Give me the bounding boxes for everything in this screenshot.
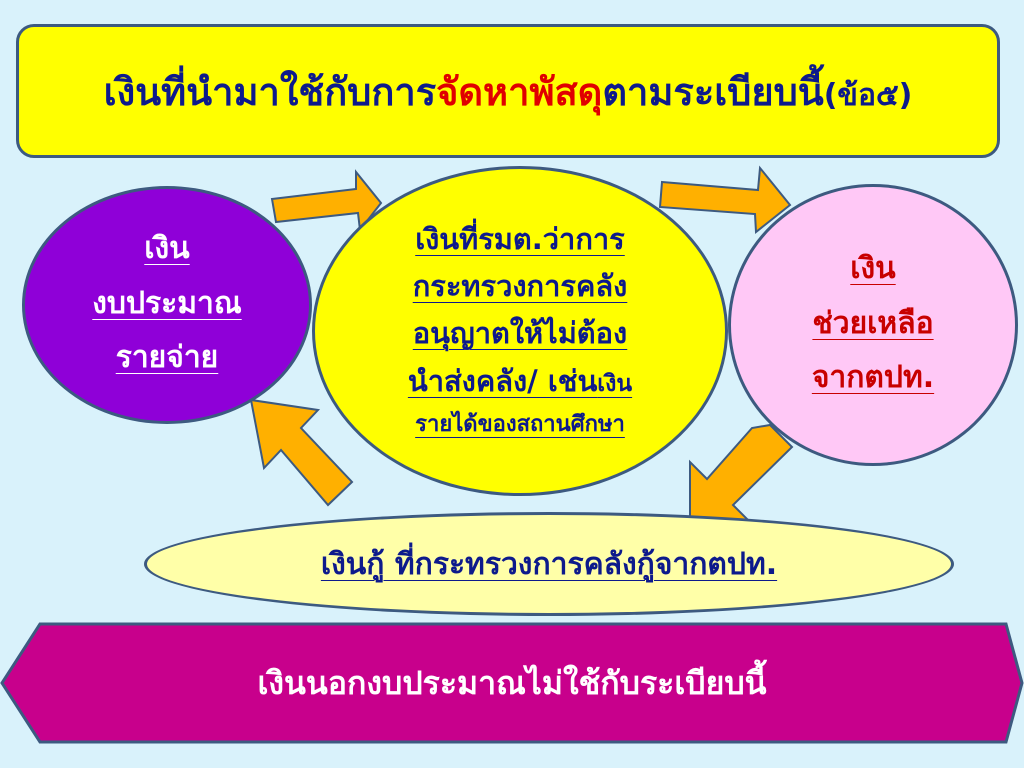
middle-oval-line: กระทรวงการคลัง [412,269,628,303]
title-part2: ตามระเบียบนี้ [602,69,824,114]
off-budget-banner [0,622,1024,744]
right-oval-line: จากตปท. [811,360,935,396]
right-oval-line: เงิน [850,251,896,287]
middle-oval-line4-main: นำส่งคลัง/ เช่น [407,363,598,398]
middle-oval-line: รายได้ของสถานศึกษา [415,412,625,438]
arrow-right-to-bottom [689,423,794,523]
banner-text: เงินนอกงบประมาณไม่ใช้กับระเบียบนี้ [257,663,767,702]
minister-approved-money-oval: เงินที่รมต.ว่าการ กระทรวงการคลัง อนุญาตใ… [312,166,728,496]
loan-money-oval: เงินกู้ ที่กระทรวงการคลังกู้จากตปท. [144,512,954,616]
right-oval-line: ช่วยเหลือ [812,305,934,341]
middle-oval-line: นำส่งคลัง/ เช่นเงิน [407,363,633,400]
left-oval-line: รายจ่าย [115,340,219,376]
off-budget-banner-text: เงินนอกงบประมาณไม่ใช้กับระเบียบนี้ [0,620,1024,746]
budget-money-oval: เงิน งบประมาณ รายจ่าย [22,186,312,424]
arrow-middle-to-right [658,165,792,234]
middle-oval-line: อนุญาตให้ไม่ต้อง [412,316,628,351]
title-suffix: (ข้อ๕) [823,77,913,113]
title-text: เงินที่นำมาใช้กับการจัดหาพัสดุตามระเบียบ… [104,61,913,122]
middle-oval-line4-small: เงิน [597,370,633,397]
middle-oval-line: เงินที่รมต.ว่าการ [415,221,625,256]
title-box: เงินที่นำมาใช้กับการจัดหาพัสดุตามระเบียบ… [16,24,1000,158]
title-part1: เงินที่นำมาใช้กับการ [103,69,437,114]
arrow-bottom-to-left [249,398,354,507]
left-oval-line: งบประมาณ [92,285,242,321]
foreign-aid-money-oval: เงิน ช่วยเหลือ จากตปท. [728,184,1018,466]
title-highlight: จัดหาพัสดุ [436,69,603,114]
loan-money-text: เงินกู้ ที่กระทรวงการคลังกู้จากตปท. [320,546,778,582]
left-oval-line: เงิน [144,231,190,267]
